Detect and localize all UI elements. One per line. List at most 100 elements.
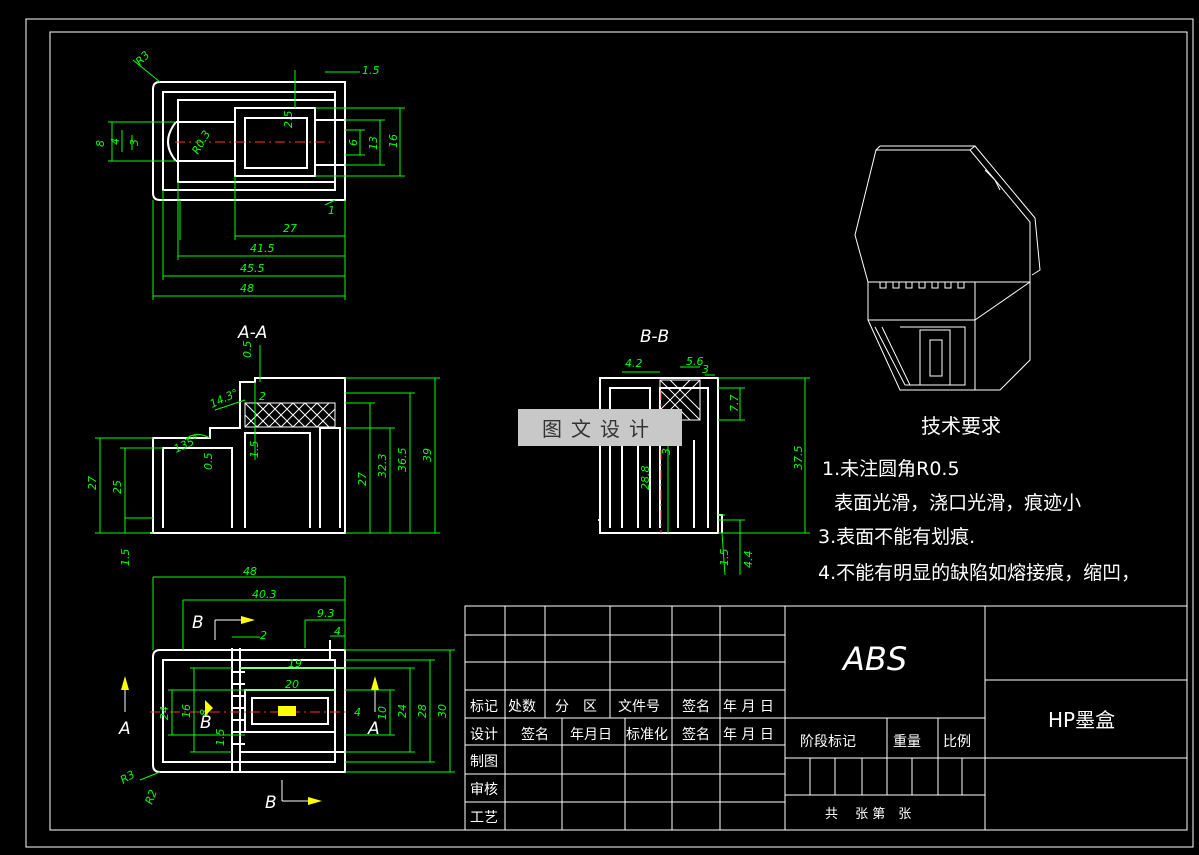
dim-top-9: 16 bbox=[387, 134, 400, 148]
dim-top-12: 41.5 bbox=[250, 242, 275, 255]
rev-col-count: 处数 bbox=[508, 699, 536, 715]
rev-col-mark: 标记 bbox=[470, 699, 498, 715]
dim-top-0: R3 bbox=[133, 49, 153, 69]
rev-col-date: 年 月 日 bbox=[723, 699, 774, 715]
scale-label: 比例 bbox=[943, 734, 971, 750]
dim-bot-13: 24 bbox=[396, 704, 409, 718]
stage-mark-label: 阶段标记 bbox=[800, 734, 856, 750]
dim-bb-7: 1.5 bbox=[718, 549, 731, 567]
dim-top-13: 45.5 bbox=[240, 262, 265, 275]
dim-aa-9: 32.3 bbox=[376, 454, 389, 479]
dim-bot-10: 1.5 bbox=[214, 729, 227, 747]
dim-top-4: 4 bbox=[109, 138, 122, 145]
dim-top-2: 2.5 bbox=[282, 111, 295, 129]
tech-title: 技术要求 bbox=[921, 414, 1001, 438]
dim-aa-0: 0.5 bbox=[241, 341, 254, 359]
cut-label-b-mid: B bbox=[200, 713, 212, 733]
dim-aa-7: 25 bbox=[111, 480, 124, 494]
design-col-design: 设计 bbox=[470, 727, 498, 743]
cut-label-a-right: A bbox=[367, 719, 380, 739]
cut-arrow-b-bottom-icon bbox=[308, 797, 322, 805]
dim-top-11: 27 bbox=[283, 222, 297, 235]
isometric-notches bbox=[879, 281, 965, 289]
dim-aa-3: 135° bbox=[172, 433, 202, 456]
design-col-date2: 年 月 日 bbox=[723, 727, 774, 743]
cut-label-b-bottom: B bbox=[265, 793, 277, 813]
dim-bot-15: 30 bbox=[436, 704, 449, 718]
cut-label-a-left: A bbox=[118, 719, 131, 739]
material-label: ABS bbox=[841, 640, 907, 678]
dim-bot-14: 28 bbox=[416, 704, 429, 718]
dim-top-1: 1.5 bbox=[362, 64, 380, 77]
tech-item-3: 3.表面不能有划痕. bbox=[818, 526, 975, 548]
dim-bot-11: 4 bbox=[354, 706, 361, 719]
dim-top-8: 13 bbox=[367, 136, 380, 150]
dim-top-10: 1 bbox=[328, 204, 335, 217]
dim-aa-2: 2 bbox=[259, 390, 266, 403]
design-col-sign: 签名 bbox=[521, 726, 549, 743]
dim-bb-3: 7.7 bbox=[728, 395, 741, 413]
dim-top-3: 8 bbox=[94, 140, 107, 147]
dim-bot-7: 24 bbox=[158, 706, 171, 720]
rev-col-zone: 分 区 bbox=[555, 699, 597, 715]
cut-arrow-b-top-icon bbox=[241, 616, 255, 624]
row-process: 工艺 bbox=[470, 810, 498, 826]
tech-requirements: 技术要求 1.未注圆角R0.5 表面光滑，浇口光滑，痕迹小 3.表面不能有划痕.… bbox=[818, 414, 1140, 584]
dim-bot-8: 16 bbox=[180, 704, 193, 718]
sheet-count-label: 共 张 第 张 bbox=[825, 807, 911, 822]
dim-bot-5: 19 bbox=[288, 657, 302, 670]
dim-aa-4: 0.5 bbox=[202, 453, 215, 471]
dim-bb-8: 4.4 bbox=[742, 551, 755, 569]
dim-top-7: 6 bbox=[347, 139, 360, 146]
design-col-sign2: 签名 bbox=[682, 726, 710, 743]
dim-top-5: 3 bbox=[128, 139, 141, 146]
row-drafting: 制图 bbox=[470, 754, 498, 770]
dim-aa-11: 36.5 bbox=[396, 448, 409, 473]
dim-bot-1: 40.3 bbox=[252, 588, 277, 601]
bottom-view: 48 40.3 9.3 2 4 19 20 24 16 8 1.5 4 10 2… bbox=[118, 565, 455, 813]
dim-bot-17: R2 bbox=[143, 788, 160, 806]
dim-bot-12: 10 bbox=[376, 706, 389, 720]
cut-label-b-top: B bbox=[192, 613, 204, 633]
gate-marker-icon bbox=[278, 706, 296, 716]
dim-bot-4: 4 bbox=[334, 625, 341, 638]
watermark: 图文设计 bbox=[518, 409, 682, 446]
outer-border bbox=[25, 18, 1194, 848]
tech-item-1: 1.未注圆角R0.5 bbox=[822, 458, 960, 480]
dim-bb-0: 4.2 bbox=[625, 357, 643, 370]
dim-bot-3: 2 bbox=[260, 629, 267, 642]
rev-col-sign: 签名 bbox=[682, 698, 710, 715]
dim-aa-10: 27 bbox=[356, 472, 369, 486]
section-marker-icon bbox=[205, 700, 213, 716]
dim-aa-6: 27 bbox=[86, 476, 99, 490]
section-aa-label: A-A bbox=[237, 323, 267, 343]
design-col-date: 年月日 bbox=[570, 727, 612, 743]
section-bb-label: B-B bbox=[640, 327, 669, 347]
tech-item-4: 4.不能有明显的缺陷如熔接痕，缩凹， bbox=[818, 562, 1140, 584]
cut-arrow-a-left-icon bbox=[121, 676, 129, 690]
design-col-standard: 标准化 bbox=[626, 727, 668, 743]
dim-bb-2: 3 bbox=[702, 363, 709, 376]
dim-bot-16: R3 bbox=[118, 768, 137, 787]
cut-arrow-a-right-icon bbox=[371, 676, 379, 690]
dim-bb-6: 37.5 bbox=[792, 446, 805, 471]
dim-bot-9: 8 bbox=[198, 709, 211, 716]
rev-col-docno: 文件号 bbox=[618, 699, 660, 715]
part-name: HP墨盒 bbox=[1048, 708, 1115, 732]
top-view: R3 1.5 2.5 8 4 3 R0.3 6 13 16 1 27 41.5 … bbox=[94, 49, 405, 300]
section-aa: A-A 0.5 14.3° 2 135° 0.5 1.5 27 25 1.5 3… bbox=[86, 323, 440, 566]
dim-bb-1: 5.6 bbox=[686, 355, 704, 368]
isometric-view bbox=[854, 145, 1041, 391]
section-bb: B-B 4.2 5.6 3 7.7 28.8 3 37.5 1.5 4.4 bbox=[598, 327, 810, 576]
dim-top-14: 48 bbox=[240, 282, 254, 295]
weight-label: 重量 bbox=[893, 734, 921, 750]
row-review: 审核 bbox=[470, 782, 498, 798]
dim-aa-5: 1.5 bbox=[248, 441, 261, 459]
dim-bot-2: 9.3 bbox=[317, 607, 335, 620]
title-block: ABS HP墨盒 标记 处数 分 区 文件号 签名 年 月 日 设计 签名 年月… bbox=[464, 605, 1188, 831]
dim-bb-4: 28.8 bbox=[639, 466, 652, 491]
dim-bot-6: 20 bbox=[285, 678, 299, 691]
dim-bot-0: 48 bbox=[243, 565, 257, 578]
dim-bb-5: 3 bbox=[660, 448, 673, 455]
dim-aa-12: 39 bbox=[421, 448, 434, 462]
